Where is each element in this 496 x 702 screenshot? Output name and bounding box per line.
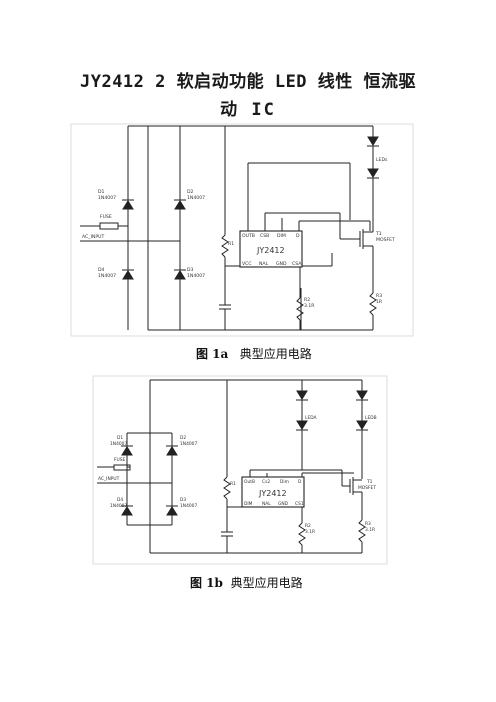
pin-cs2: Cs2 bbox=[262, 479, 270, 485]
diode-d4 bbox=[122, 269, 134, 280]
pin-nal: NAL bbox=[262, 501, 271, 507]
ic-jy2412 bbox=[239, 230, 303, 268]
document-title-line2: 动 IC bbox=[220, 100, 276, 120]
caption-number: 图 1a bbox=[196, 347, 229, 361]
caption-number: 图 1b bbox=[190, 576, 223, 590]
resistor-r2 bbox=[296, 297, 304, 321]
label-d3-part: 1N4007 bbox=[187, 273, 205, 279]
pin-d: D bbox=[296, 233, 300, 239]
led-2 bbox=[367, 168, 379, 179]
schematic-1a: D1 1N4007 D2 1N4007 D4 1N4007 D3 1N4007 … bbox=[70, 123, 414, 337]
led-a1 bbox=[296, 390, 308, 401]
label-d4-part: 1N4007 bbox=[98, 273, 116, 279]
resistor-r1 bbox=[223, 476, 231, 500]
label-r1: R1 bbox=[228, 241, 234, 247]
label-ac-input: AC_INPUT bbox=[82, 234, 104, 240]
pin-dim: DIM bbox=[277, 233, 286, 239]
resistor-r3 bbox=[369, 292, 377, 316]
resistor-r2 bbox=[298, 522, 306, 546]
pin-vcc: VCC bbox=[242, 261, 252, 267]
label-d1: D1 bbox=[98, 189, 105, 195]
label-r3: R3 bbox=[376, 293, 382, 299]
label-mosfet: MOSFET bbox=[376, 237, 395, 243]
label-ledb: LEDB bbox=[365, 415, 377, 421]
led-b1 bbox=[356, 390, 368, 401]
label-d4: D4 bbox=[117, 497, 123, 503]
label-d2-part: 1N4007 bbox=[180, 441, 197, 447]
caption-text: 典型应用电路 bbox=[239, 347, 312, 361]
label-fuse: FUSE bbox=[100, 214, 112, 220]
pin-dim: Dim bbox=[280, 479, 289, 485]
pin-d: D bbox=[298, 479, 302, 485]
pin-dim-bottom: DIM bbox=[244, 501, 253, 507]
mosfet-t1 bbox=[359, 223, 374, 249]
label-t1: T1 bbox=[375, 231, 382, 237]
led-a2 bbox=[296, 420, 308, 431]
label-r3-value: 3.1R bbox=[365, 527, 375, 533]
diode-d4 bbox=[121, 505, 133, 516]
label-leda: LEDA bbox=[305, 415, 317, 421]
schematic-1b: D1 1N4007 D2 1N4007 D4 1N4007 D3 1N4007 … bbox=[92, 375, 388, 565]
frame bbox=[70, 123, 414, 337]
diode-d3 bbox=[166, 505, 178, 516]
caption-text: 典型应用电路 bbox=[230, 576, 303, 590]
label-d2: D2 bbox=[187, 189, 194, 195]
ic-name: JY2412 bbox=[256, 246, 285, 255]
label-r3-value: 1R bbox=[376, 299, 383, 305]
resistor-r3 bbox=[358, 519, 366, 543]
label-d1: D1 bbox=[117, 435, 123, 441]
label-d4-part: 1N4007 bbox=[110, 503, 127, 509]
fuse bbox=[99, 222, 119, 230]
label-d1-part: 1N4007 bbox=[110, 441, 127, 447]
ic-jy2412 bbox=[241, 476, 305, 508]
pin-csb: CSB bbox=[260, 233, 269, 239]
diode-d3 bbox=[174, 269, 186, 280]
led-b2 bbox=[356, 420, 368, 431]
label-d1-part: 1N4007 bbox=[98, 195, 116, 201]
document-title-line1: JY2412 2 软启动功能 LED 线性 恒流驱 bbox=[79, 72, 417, 92]
led-1 bbox=[367, 136, 379, 147]
label-ac-input: AC_INPUT bbox=[98, 476, 120, 482]
pin-gnd: GND bbox=[278, 501, 289, 507]
diode-d1 bbox=[122, 199, 134, 210]
label-r3: R3 bbox=[365, 521, 371, 527]
label-r2: R2 bbox=[304, 297, 310, 303]
label-fuse: FUSE bbox=[114, 457, 126, 463]
pin-outb: OutB bbox=[244, 479, 255, 485]
label-d3: D3 bbox=[180, 497, 186, 503]
label-leds: LEDs bbox=[376, 157, 388, 163]
diode-d2 bbox=[166, 445, 178, 456]
label-d2-part: 1N4007 bbox=[187, 195, 205, 201]
label-mosfet: MOSFET bbox=[358, 485, 376, 491]
frame bbox=[92, 375, 388, 565]
label-r2: R2 bbox=[305, 523, 311, 529]
label-d3: D3 bbox=[187, 267, 194, 273]
label-d4: D4 bbox=[98, 267, 105, 273]
label-r1: R1 bbox=[230, 481, 236, 487]
ic-name: JY2412 bbox=[258, 489, 287, 498]
figure-caption-1b: 图 1b 典型应用电路 bbox=[190, 574, 303, 591]
pin-outb: OUTB bbox=[242, 233, 255, 239]
label-t1: T1 bbox=[366, 479, 373, 485]
pin-csa: CSA bbox=[292, 261, 302, 267]
pin-nal: NAL bbox=[259, 261, 269, 267]
resistor-r1 bbox=[221, 234, 229, 258]
diode-d2 bbox=[174, 199, 186, 210]
pin-gnd: GND bbox=[276, 261, 287, 267]
pin-cs1: CS1 bbox=[295, 501, 304, 507]
figure-caption-1a: 图 1a 典型应用电路 bbox=[196, 345, 312, 362]
diode-d1 bbox=[121, 445, 133, 456]
label-r2-value: 3.1R bbox=[305, 529, 315, 535]
label-r2-value: 3.1R bbox=[304, 303, 315, 309]
label-d2: D2 bbox=[180, 435, 186, 441]
label-d3-part: 1N4007 bbox=[180, 503, 197, 509]
